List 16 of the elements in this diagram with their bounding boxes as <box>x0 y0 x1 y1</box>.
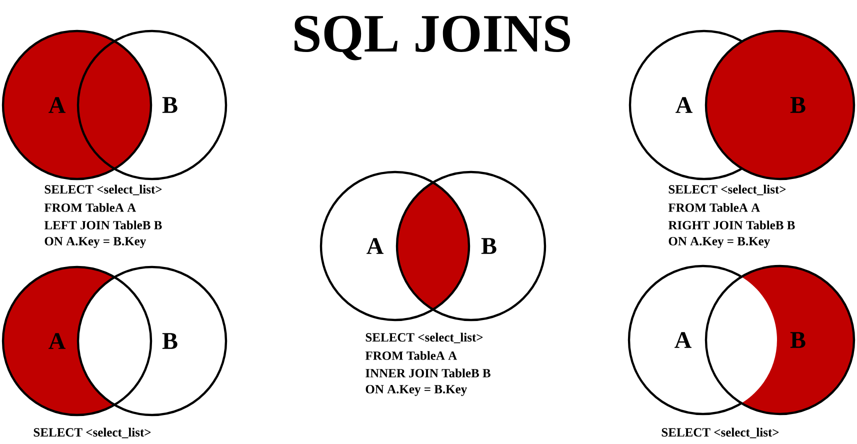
query-text: ON A.Key = B.Key <box>44 237 146 248</box>
query-text: FROM TableA A <box>44 203 136 212</box>
query-text: FROM TableA A <box>668 203 760 212</box>
query-text: ON A.Key = B.Key <box>668 237 770 248</box>
query-text: INNER JOIN TableB B <box>366 368 490 378</box>
query-text: SELECT <select_list> <box>44 184 162 196</box>
node-label: A <box>366 238 384 254</box>
query-text: FROM TableA A <box>365 351 458 360</box>
query-text: SELECT <select_list> <box>366 332 483 344</box>
query-text: SELECT <select_list> <box>662 428 779 438</box>
query-text: SELECT <select_list> <box>34 428 151 438</box>
query-text: SELECT <select_list> <box>668 184 786 196</box>
query-text: ON A.Key = B.Key <box>366 385 467 396</box>
query-text: RIGHT JOIN TableB B <box>668 220 795 230</box>
title: SQL JOINS <box>294 16 570 60</box>
query-text: LEFT JOIN TableB B <box>44 220 162 230</box>
